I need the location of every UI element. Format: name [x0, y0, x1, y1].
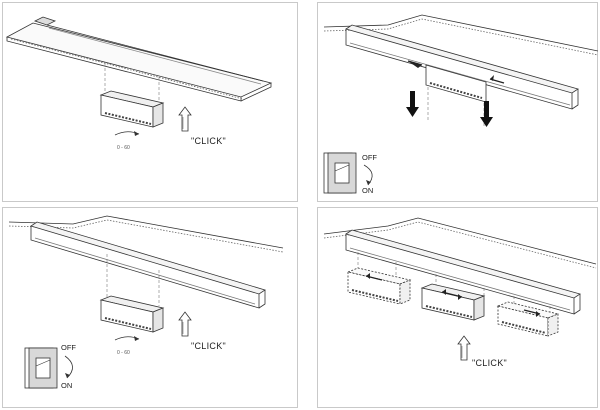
rotate-arrow-icon — [114, 336, 140, 341]
light-module — [99, 295, 165, 333]
click-label: "CLICK" — [472, 358, 507, 368]
double-arrow-icon — [441, 289, 463, 300]
light-module-ghost — [346, 267, 412, 305]
light-module — [99, 90, 165, 128]
step-panel-4: "CLICK" — [317, 207, 598, 408]
light-module — [425, 64, 487, 103]
switch-on-label: ON — [61, 381, 72, 390]
step-panel-1: 0 - 60 "CLICK" — [2, 2, 298, 202]
push-up-arrow-icon — [457, 335, 471, 361]
track-profile — [345, 229, 581, 315]
push-up-arrow-icon — [178, 311, 192, 337]
down-arrow-icon — [406, 91, 419, 117]
down-arrow-icon — [480, 101, 493, 127]
light-module-ghost — [496, 301, 560, 337]
track-profile — [345, 24, 579, 110]
light-module — [420, 283, 486, 321]
step-2-drawing: OFF ON — [323, 14, 599, 195]
step-1-drawing: 0 - 60 "CLICK" — [5, 16, 273, 151]
push-up-arrow-icon — [178, 106, 192, 132]
ceiling-slab — [323, 217, 597, 269]
double-arrow-icon — [407, 60, 505, 84]
step-panel-3: 0 - 60 "CLICK" OFF ON — [2, 207, 298, 408]
switch-on-label: ON — [362, 186, 373, 195]
slide-arrow-icon — [523, 309, 541, 317]
switch-off-label: OFF — [362, 153, 377, 162]
click-label: "CLICK" — [191, 341, 226, 351]
rotate-arrow-icon — [114, 131, 140, 136]
step-4-drawing: "CLICK" — [323, 217, 597, 368]
ceiling-slab — [5, 22, 273, 102]
wall-switch-icon — [24, 347, 58, 389]
rotate-arrow-icon — [363, 164, 373, 186]
track-profile — [30, 221, 266, 309]
switch-off-label: OFF — [61, 343, 76, 352]
wall-switch-icon — [323, 152, 357, 194]
ceiling-slab — [8, 215, 284, 253]
recessed-track — [33, 16, 264, 85]
click-label: "CLICK" — [191, 136, 226, 146]
ceiling-slab — [323, 14, 599, 56]
angle-label: 0 - 60 — [117, 145, 130, 151]
step-panel-2: OFF ON — [317, 2, 599, 202]
slide-arrow-icon — [365, 273, 383, 281]
rotate-arrow-icon — [64, 355, 73, 379]
step-3-drawing: 0 - 60 "CLICK" OFF ON — [8, 215, 284, 390]
angle-label: 0 - 60 — [117, 350, 130, 356]
